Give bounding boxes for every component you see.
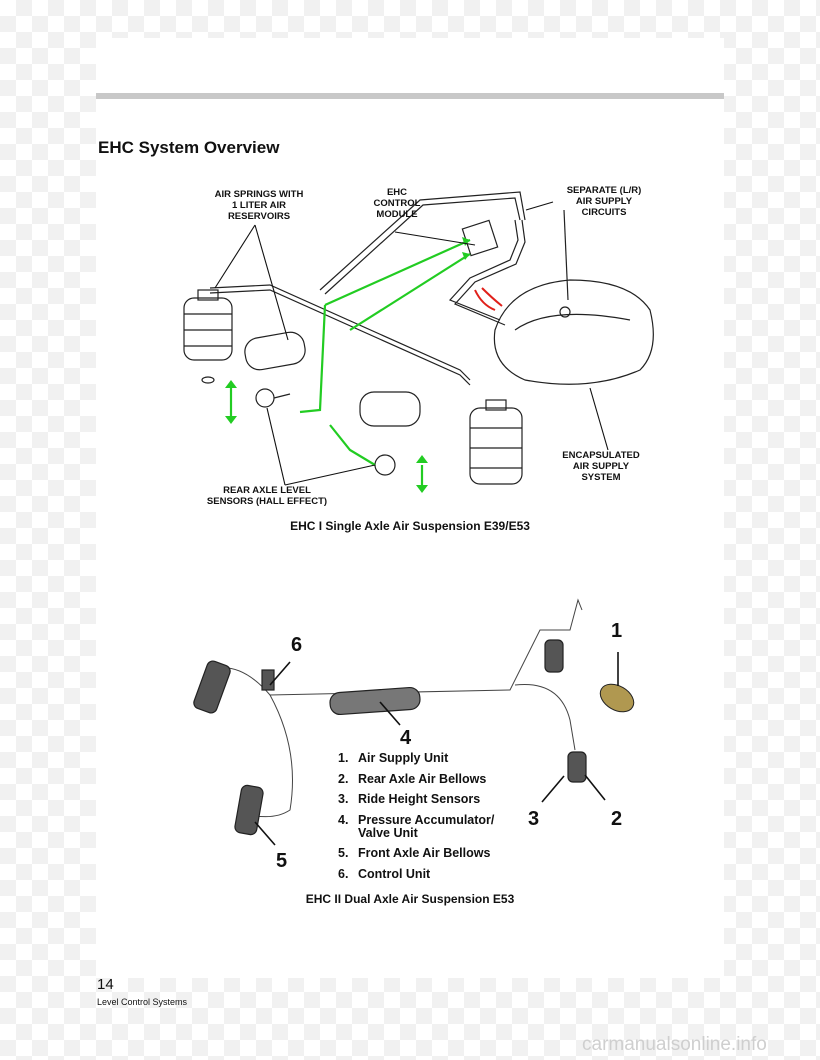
footer-text: Level Control Systems: [97, 997, 188, 1007]
ehc1-diagram: [183, 191, 654, 493]
legend-item: 6.Control Unit: [338, 866, 431, 881]
legend-item: 1.Air Supply Unit: [338, 751, 449, 765]
callout-2: 2: [611, 808, 623, 830]
legend-item: 5.Front Axle Air Bellows: [338, 846, 491, 860]
legend-item: 4.Pressure Accumulator/Valve Unit: [338, 812, 495, 840]
callout-3: 3: [528, 808, 540, 830]
manual-page: [96, 38, 724, 978]
label-ehc-module: EHC CONTROL MODULE: [373, 187, 421, 220]
header-rule: [96, 93, 724, 99]
legend-item: 2.Rear Axle Air Bellows: [338, 771, 487, 786]
figure2-caption: EHC II Dual Axle Air Suspension E53: [305, 892, 515, 906]
label-air-springs: AIR SPRINGS WITH 1 LITER AIR RESERVOIRS: [214, 189, 304, 222]
label-encapsulated: ENCAPSULATED AIR SUPPLY SYSTEM: [562, 450, 640, 483]
callout-1: 1: [611, 620, 623, 642]
legend-item: 3.Ride Height Sensors: [338, 792, 481, 806]
figure1-caption: EHC I Single Axle Air Suspension E39/E53: [290, 519, 530, 533]
callout-5: 5: [276, 850, 288, 872]
label-separate-circuits: SEPARATE (L/R) AIR SUPPLY CIRCUITS: [566, 185, 642, 218]
component-legend: 1.Air Supply Unit 2.Rear Axle Air Bellow…: [338, 752, 494, 888]
callout-6: 6: [291, 634, 303, 656]
label-rear-sensors: REAR AXLE LEVEL SENSORS (HALL EFFECT): [206, 485, 328, 507]
page-title: EHC System Overview: [98, 138, 280, 157]
page-number: 14: [97, 976, 114, 993]
callout-4: 4: [400, 727, 412, 749]
ehc2-diagram: [193, 598, 635, 846]
watermark: carmanualsonline.info: [582, 1034, 767, 1055]
